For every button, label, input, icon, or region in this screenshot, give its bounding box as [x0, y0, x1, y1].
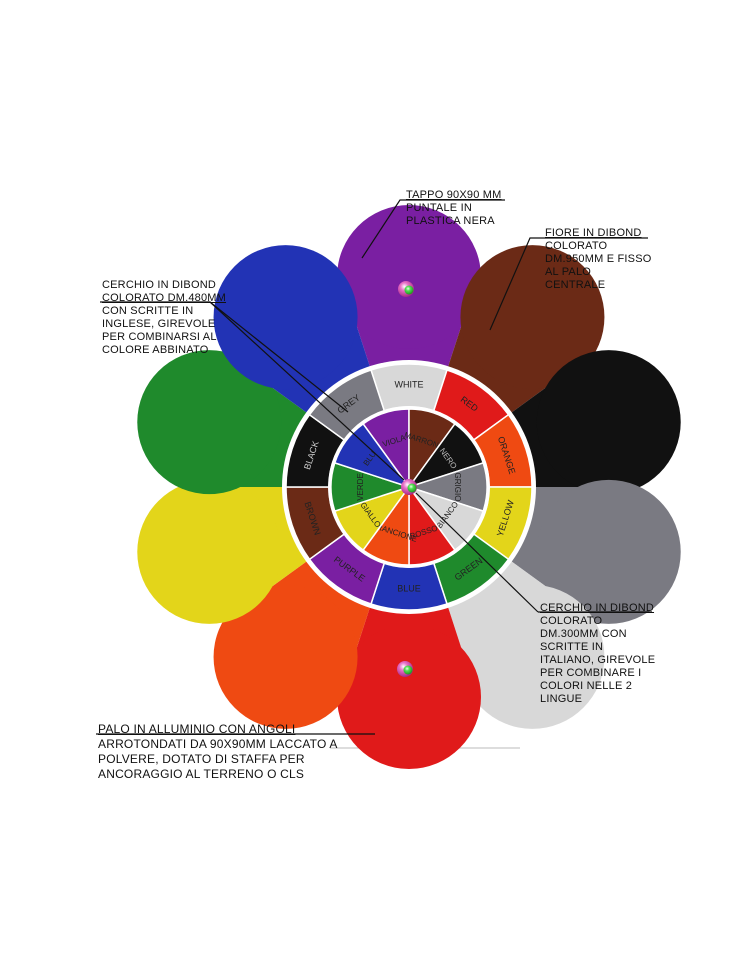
inner-circle-callout: CERCHIO IN DIBOND COLORATO DM.300MM CON …: [540, 602, 655, 706]
inner-circle-callout-line: CERCHIO IN DIBOND: [540, 602, 655, 614]
inner-ring-label: GRIGIO: [453, 473, 462, 502]
bottom-cap-knob: [397, 661, 413, 677]
outer-circle-callout-line: COLORATO DM.480MM: [102, 292, 227, 304]
flower-callout-line: CENTRALE: [545, 279, 606, 291]
flower-callout-line: AL PALO: [545, 266, 592, 278]
outer-english-circle[interactable]: WHITEREDORANGEYELLOWGREENBLUEPURPLEBROWN…: [282, 360, 536, 614]
inner-circle-callout-line: ITALIANO, GIREVOLE: [540, 654, 656, 666]
outer-ring-label: BLUE: [397, 583, 421, 593]
pole-callout-line: POLVERE, DOTATO DI STAFFA PER: [98, 752, 305, 766]
outer-circle-callout-line: INGLESE, GIREVOLE: [102, 318, 216, 330]
outer-circle-callout-line: COLORE ABBINATO: [102, 344, 209, 356]
leader-cap: [361, 199, 505, 259]
flower-callout: FIORE IN DIBOND COLORATO DM.950MM E FISS…: [545, 227, 652, 292]
leader-flower: [489, 237, 648, 331]
outer-circle-callout-line: CON SCRITTE IN: [102, 305, 194, 317]
pole-callout-line: ANCORAGGIO AL TERRENO O CLS: [98, 767, 305, 781]
flower-callout-line: COLORATO: [545, 240, 608, 252]
center-pin-knob: [401, 479, 417, 495]
inner-circle-callout-line: COLORATO: [540, 615, 603, 627]
cap-callout-line: TAPPO 90X90 MM: [406, 189, 502, 201]
leader-lines: [96, 199, 652, 735]
inner-circle-callout-line: DM.300MM CON: [540, 628, 627, 640]
cap-callout-line: PUNTALE IN: [406, 202, 472, 214]
inner-circle-callout-line: COLORI NELLE 2: [540, 680, 633, 692]
leader-outer-circle-2: [209, 301, 405, 481]
leader-inner-circle-2: [415, 492, 539, 613]
outer-ring-label: WHITE: [395, 379, 424, 389]
cap-callout: TAPPO 90X90 MM PUNTALE IN PLASTICA NERA: [406, 189, 502, 228]
inner-circle-callout-line: SCRITTE IN: [540, 641, 604, 653]
pole-callout-line: PALO IN ALLUMINIO CON ANGOLI: [98, 722, 296, 736]
inner-italian-circle[interactable]: VIOLAMARRONENEROGRIGIOBIANCOROSSOARANCIO…: [328, 406, 490, 568]
outer-circle-callout-line: PER COMBINARSI AL: [102, 331, 217, 343]
flower-callout-line: DM.950MM E FISSO: [545, 253, 652, 265]
inner-circle-callout-line: PER COMBINARE I: [540, 667, 642, 679]
pole-callout: PALO IN ALLUMINIO CON ANGOLI ARROTONDATI…: [98, 722, 338, 782]
inner-ring-label: VERDE: [356, 473, 365, 501]
pole-callout-line: ARROTONDATI DA 90X90MM LACCATO A: [98, 737, 338, 751]
flower-callout-line: FIORE IN DIBOND: [545, 227, 642, 239]
outer-circle-callout: CERCHIO IN DIBOND COLORATO DM.480MM CON …: [102, 279, 226, 357]
inner-circle-callout-line: LINGUE: [540, 693, 583, 705]
cap-callout-line: PLASTICA NERA: [406, 215, 495, 227]
top-cap-knob: [398, 281, 414, 297]
outer-circle-callout-line: CERCHIO IN DIBOND: [102, 279, 217, 291]
